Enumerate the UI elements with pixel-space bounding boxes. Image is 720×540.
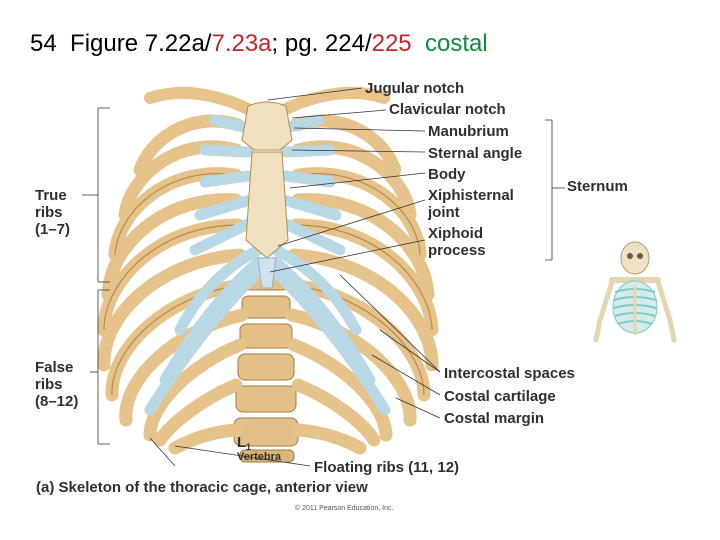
label-sternum: Sternum [567, 178, 628, 195]
label-true-ribs-2: ribs [35, 204, 63, 221]
label-vertebra: Vertebra [237, 451, 282, 463]
label-manubrium: Manubrium [428, 123, 509, 140]
label-l: L [237, 434, 246, 451]
left-clavicle [150, 93, 250, 110]
label-true-ribs-1: True [35, 187, 67, 204]
label-floating-ribs: Floating ribs (11, 12) [314, 459, 459, 476]
label-xiphisternal: Xiphisternal [428, 187, 514, 204]
label-body: Body [428, 166, 466, 183]
label-false-ribs-1: False [35, 359, 73, 376]
label-true-ribs-3: (1–7) [35, 221, 70, 238]
label-xiphoid: Xiphoid [428, 225, 483, 242]
label-clavicular-notch: Clavicular notch [389, 101, 506, 118]
figure-caption: (a) Skeleton of the thoracic cage, anter… [36, 479, 368, 496]
label-process: process [428, 242, 486, 259]
label-sternal-angle: Sternal angle [428, 145, 522, 162]
label-costal-cartilage: Costal cartilage [444, 388, 556, 405]
label-false-ribs-3: (8–12) [35, 393, 78, 410]
mini-skeleton-image [596, 242, 674, 340]
label-joint: joint [427, 204, 460, 221]
label-jugular-notch: Jugular notch [365, 80, 464, 97]
copyright-credit: © 2011 Pearson Education, Inc. [295, 504, 393, 512]
label-costal-margin: Costal margin [444, 410, 544, 427]
label-false-ribs-2: ribs [35, 376, 63, 393]
label-intercostal-spaces: Intercostal spaces [444, 365, 575, 382]
